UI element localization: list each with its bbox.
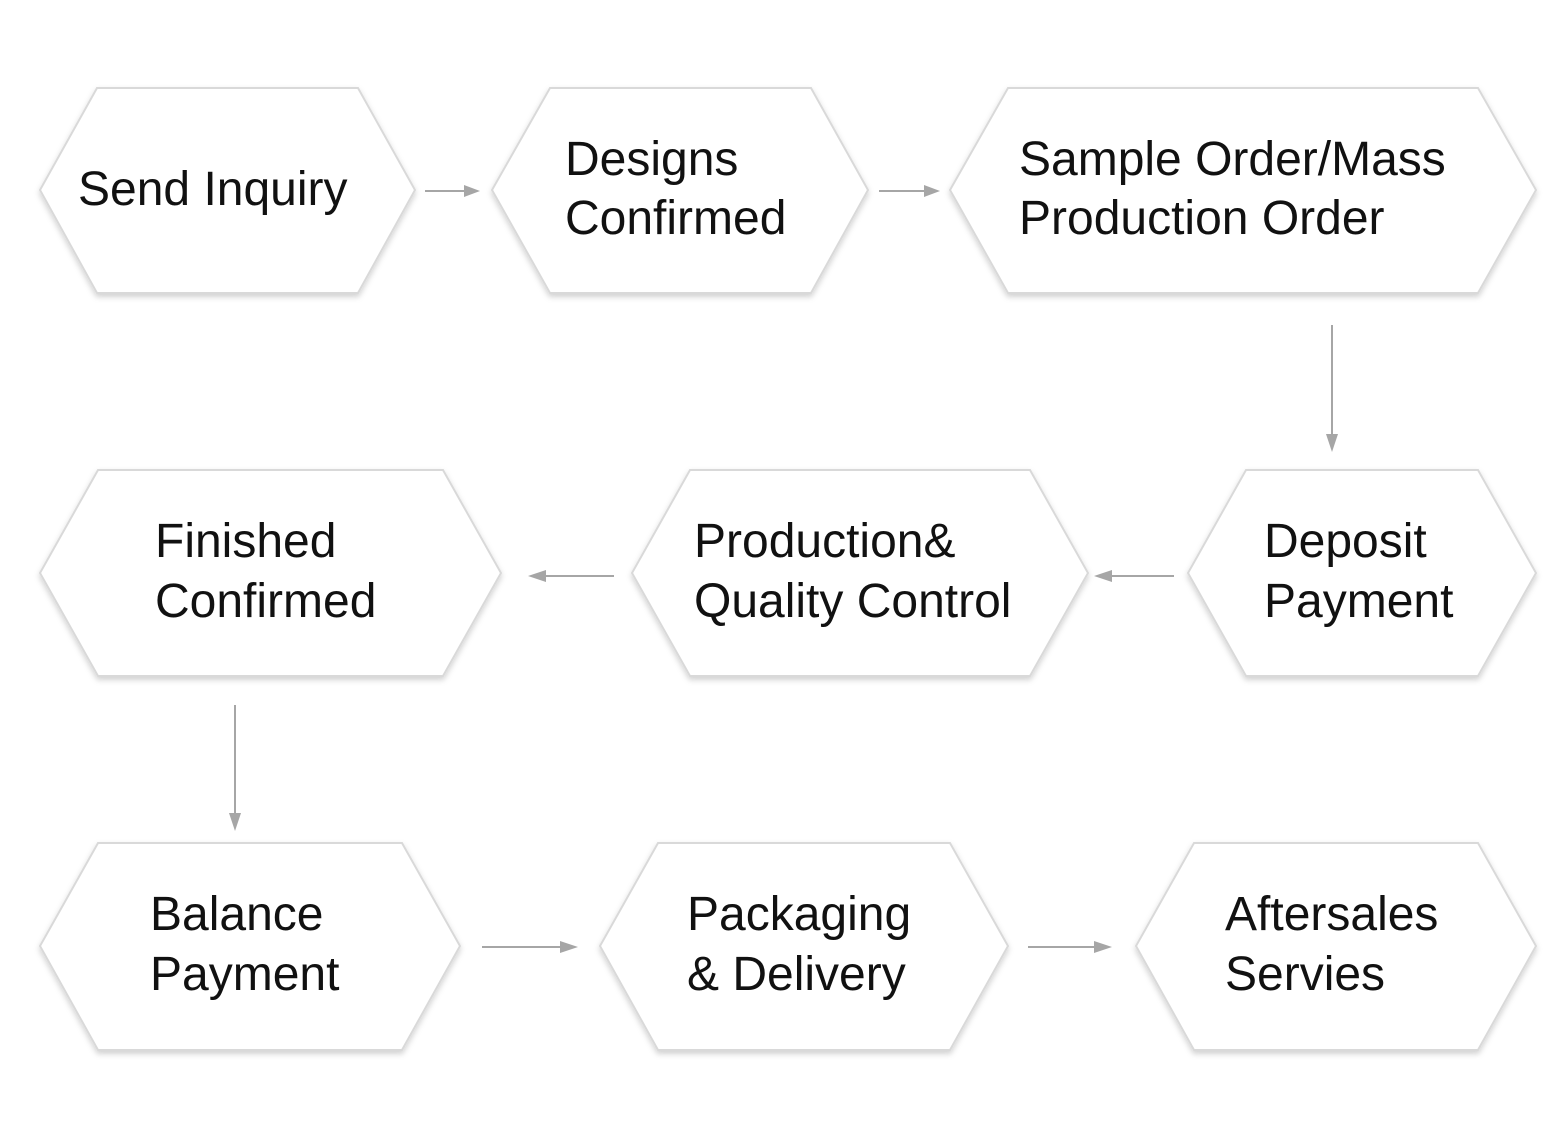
step-designs-confirmed: Designs Confirmed — [490, 87, 870, 294]
arrow-deposit-to-production — [1094, 570, 1174, 582]
svg-text:Packaging: Packaging — [687, 888, 911, 941]
arrow-production-to-finished — [528, 570, 614, 582]
svg-text:Payment: Payment — [1264, 575, 1453, 628]
step-deposit-payment-line-1: Deposit — [1264, 515, 1427, 568]
step-production-quality-control-line-1: Production& — [694, 515, 956, 568]
step-balance-payment-line-1: Balance — [150, 888, 323, 941]
svg-text:Production&: Production& — [694, 515, 956, 568]
step-deposit-payment: Deposit Payment — [1186, 469, 1538, 677]
svg-text:Deposit: Deposit — [1264, 515, 1427, 568]
step-deposit-payment-line-2: Payment — [1264, 575, 1453, 628]
arrow-balance-to-packaging — [482, 941, 578, 953]
step-packaging-delivery-line-2: & Delivery — [687, 948, 906, 1001]
svg-text:Balance: Balance — [150, 888, 323, 941]
step-aftersales-servies-line-2: Servies — [1225, 948, 1385, 1001]
step-packaging-delivery: Packaging & Delivery — [598, 842, 1010, 1051]
svg-text:Quality Control: Quality Control — [694, 575, 1011, 628]
step-designs-confirmed-line-1: Designs — [565, 133, 738, 186]
step-send-inquiry: Send Inquiry — [38, 87, 417, 294]
svg-text:Payment: Payment — [150, 948, 339, 1001]
arrow-send-to-designs — [425, 185, 480, 197]
step-sample-mass-order-line-1: Sample Order/Mass — [1019, 133, 1446, 186]
arrow-sample-to-deposit — [1326, 325, 1338, 452]
svg-text:Sample Order/Mass: Sample Order/Mass — [1019, 133, 1446, 186]
svg-text:Confirmed: Confirmed — [565, 192, 786, 245]
step-finished-confirmed: Finished Confirmed — [38, 469, 503, 677]
step-packaging-delivery-line-1: Packaging — [687, 888, 911, 941]
svg-text:Confirmed: Confirmed — [155, 575, 376, 628]
arrow-finished-to-balance — [229, 705, 241, 831]
step-designs-confirmed-line-2: Confirmed — [565, 192, 786, 245]
step-production-quality-control-line-2: Quality Control — [694, 575, 1011, 628]
step-aftersales-servies: Aftersales Servies — [1134, 842, 1538, 1051]
step-balance-payment: Balance Payment — [38, 842, 462, 1051]
svg-text:Aftersales: Aftersales — [1225, 888, 1438, 941]
step-balance-payment-line-2: Payment — [150, 948, 339, 1001]
arrow-designs-to-sample — [879, 185, 940, 197]
svg-text:Finished: Finished — [155, 515, 336, 568]
step-send-inquiry-line-1: Send Inquiry — [78, 163, 348, 216]
svg-text:Designs: Designs — [565, 133, 738, 186]
svg-text:& Delivery: & Delivery — [687, 948, 906, 1001]
step-finished-confirmed-line-1: Finished — [155, 515, 336, 568]
arrow-packaging-to-aftersales — [1028, 941, 1112, 953]
step-aftersales-servies-line-1: Aftersales — [1225, 888, 1438, 941]
step-finished-confirmed-line-2: Confirmed — [155, 575, 376, 628]
step-sample-mass-order-line-2: Production Order — [1019, 192, 1385, 245]
svg-text:Servies: Servies — [1225, 948, 1385, 1001]
step-production-quality-control: Production& Quality Control — [630, 469, 1090, 677]
step-sample-mass-order: Sample Order/Mass Production Order — [948, 87, 1538, 294]
svg-text:Production Order: Production Order — [1019, 192, 1385, 245]
svg-text:Send Inquiry: Send Inquiry — [78, 163, 348, 216]
